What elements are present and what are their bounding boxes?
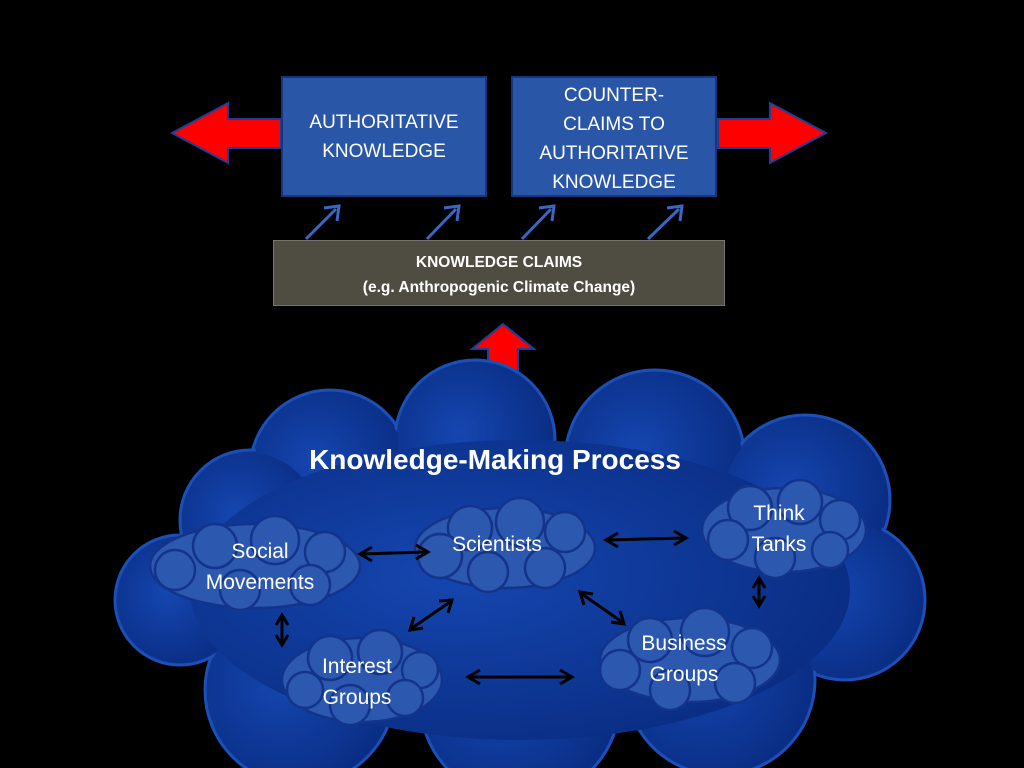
- counter-line1: COUNTER-: [563, 84, 665, 106]
- authoritative-knowledge-box: AUTHORITATIVE KNOWLEDGE: [281, 76, 487, 197]
- diagonal-arrow: [646, 207, 681, 241]
- social-movements-label: Social Movements: [185, 536, 335, 598]
- claims-example: (e.g. Anthropogenic Climate Change): [362, 279, 636, 296]
- left-red-arrow: [169, 101, 282, 165]
- arrow-interest-business: [465, 668, 575, 686]
- counter-line4: KNOWLEDGE: [552, 171, 676, 193]
- interest-groups-label: Interest Groups: [297, 651, 417, 713]
- scientists-cloud: [413, 496, 597, 594]
- process-title: Knowledge-Making Process: [309, 444, 681, 475]
- up-red-arrow: [469, 322, 537, 374]
- diagonal-arrow: [520, 207, 553, 241]
- think-tanks-line1: Think: [753, 502, 805, 525]
- think-tanks-label: Think Tanks: [724, 498, 834, 560]
- interest-line1: Interest: [321, 655, 393, 678]
- arrow-scientists-thinktanks: [603, 529, 689, 549]
- social-movements-cloud: [148, 514, 362, 612]
- counter-line3: AUTHORITATIVE: [539, 142, 689, 164]
- interest-line2: Groups: [322, 686, 392, 709]
- interest-groups-cloud: [280, 628, 444, 727]
- claims-title: KNOWLEDGE CLAIMS: [415, 254, 583, 271]
- arrow-social-scientists: [357, 543, 431, 563]
- business-groups-cloud: [598, 606, 782, 712]
- scientists-label: Scientists: [430, 529, 564, 560]
- diagonal-arrows: [304, 204, 684, 241]
- counter-line2: CLAIMS TO: [563, 113, 665, 135]
- counter-claims-box: COUNTER- CLAIMS TO AUTHORITATIVE KNOWLED…: [511, 76, 717, 197]
- authoritative-line1: AUTHORITATIVE: [309, 111, 459, 133]
- business-line1: Business: [641, 632, 727, 655]
- scientists-text: Scientists: [452, 533, 542, 556]
- think-tanks-cloud: [700, 478, 868, 580]
- arrow-scientists-business: [577, 590, 627, 626]
- diagonal-arrow: [425, 207, 458, 241]
- social-line2: Movements: [205, 571, 315, 594]
- business-groups-label: Business Groups: [624, 628, 744, 690]
- knowledge-claims-box: KNOWLEDGE CLAIMS (e.g. Anthropogenic Cli…: [273, 240, 725, 306]
- arrow-social-interest: [274, 612, 290, 648]
- business-line2: Groups: [649, 663, 719, 686]
- relation-arrows: [274, 529, 767, 686]
- social-line1: Social: [231, 540, 289, 563]
- think-tanks-line2: Tanks: [751, 533, 807, 556]
- arrow-thinktanks-business: [751, 575, 767, 609]
- authoritative-line2: KNOWLEDGE: [322, 140, 446, 162]
- diagonal-arrow: [304, 207, 338, 241]
- right-red-arrow: [717, 101, 829, 165]
- arrow-interest-scientists: [407, 598, 455, 632]
